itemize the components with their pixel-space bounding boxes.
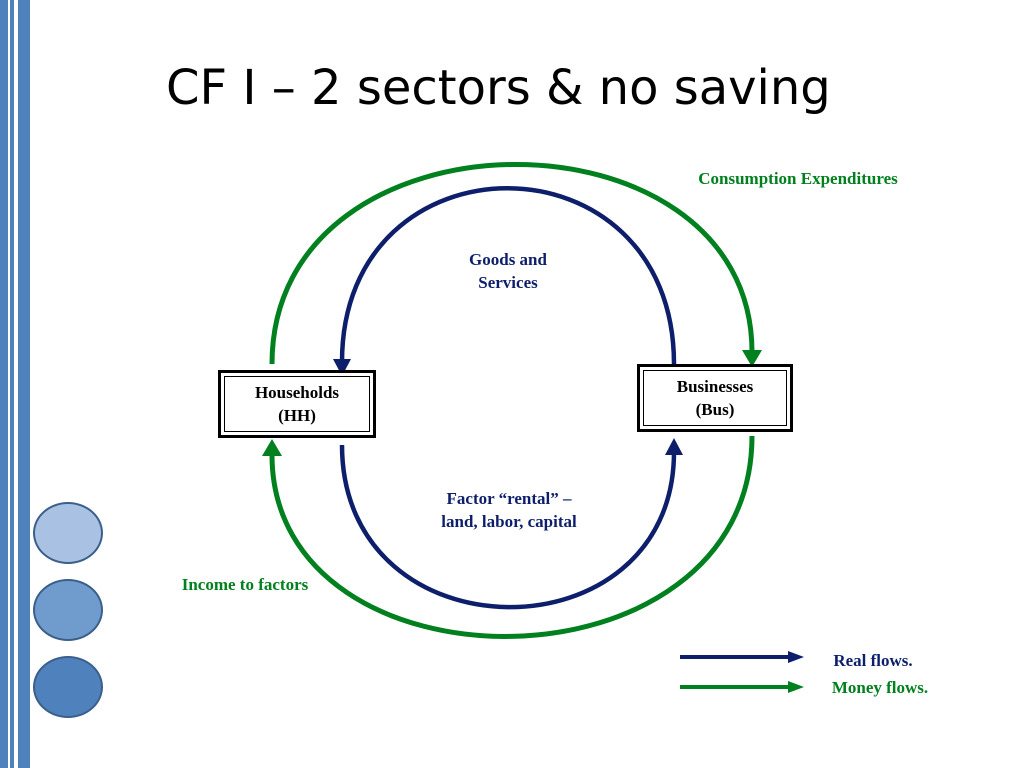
label-goods-line1: Goods and: [469, 250, 547, 269]
households-box: Households (HH): [218, 370, 376, 438]
decor-circle-light: [33, 502, 103, 564]
money-flow-consumption: [269, 162, 755, 365]
businesses-label: Businesses: [676, 377, 754, 396]
legend-money-flows: Money flows.: [831, 678, 929, 697]
legend-money-arrowhead: [788, 681, 804, 693]
label-goods-and-services: Goods and Services: [410, 248, 606, 294]
label-income-to-factors: Income to factors: [181, 575, 309, 594]
real-flow-goods: [339, 186, 677, 365]
arrowhead-goods: [333, 359, 351, 376]
label-factor-rental: Factor “rental” – land, labor, capital: [396, 487, 622, 533]
arrowhead-consumption: [742, 350, 762, 367]
label-factor-line2: land, labor, capital: [441, 512, 577, 531]
decor-bar: [10, 0, 14, 768]
label-factor-line1: Factor “rental” –: [446, 489, 572, 508]
decor-circle-dark: [33, 656, 103, 718]
businesses-abbrev: (Bus): [695, 400, 735, 419]
decor-bar: [18, 0, 30, 768]
businesses-box: Businesses (Bus): [637, 364, 793, 432]
businesses-box-inner: Businesses (Bus): [643, 370, 787, 426]
money-flow-income: [269, 435, 755, 639]
legend-real-arrowhead: [788, 651, 804, 663]
real-flow-factors: [339, 444, 677, 610]
decor-bar: [0, 0, 8, 768]
slide-title: CF I – 2 sectors & no saving: [166, 60, 831, 116]
label-goods-line2: Services: [478, 273, 538, 292]
arrowhead-factors: [665, 438, 683, 455]
arrowhead-income: [262, 439, 282, 456]
households-label: Households: [254, 383, 340, 402]
households-box-inner: Households (HH): [224, 376, 370, 432]
households-abbrev: (HH): [278, 406, 316, 425]
legend-real-flows: Real flows.: [833, 651, 913, 670]
label-consumption-expenditures: Consumption Expenditures: [698, 169, 898, 188]
decor-circle-medium: [33, 579, 103, 641]
